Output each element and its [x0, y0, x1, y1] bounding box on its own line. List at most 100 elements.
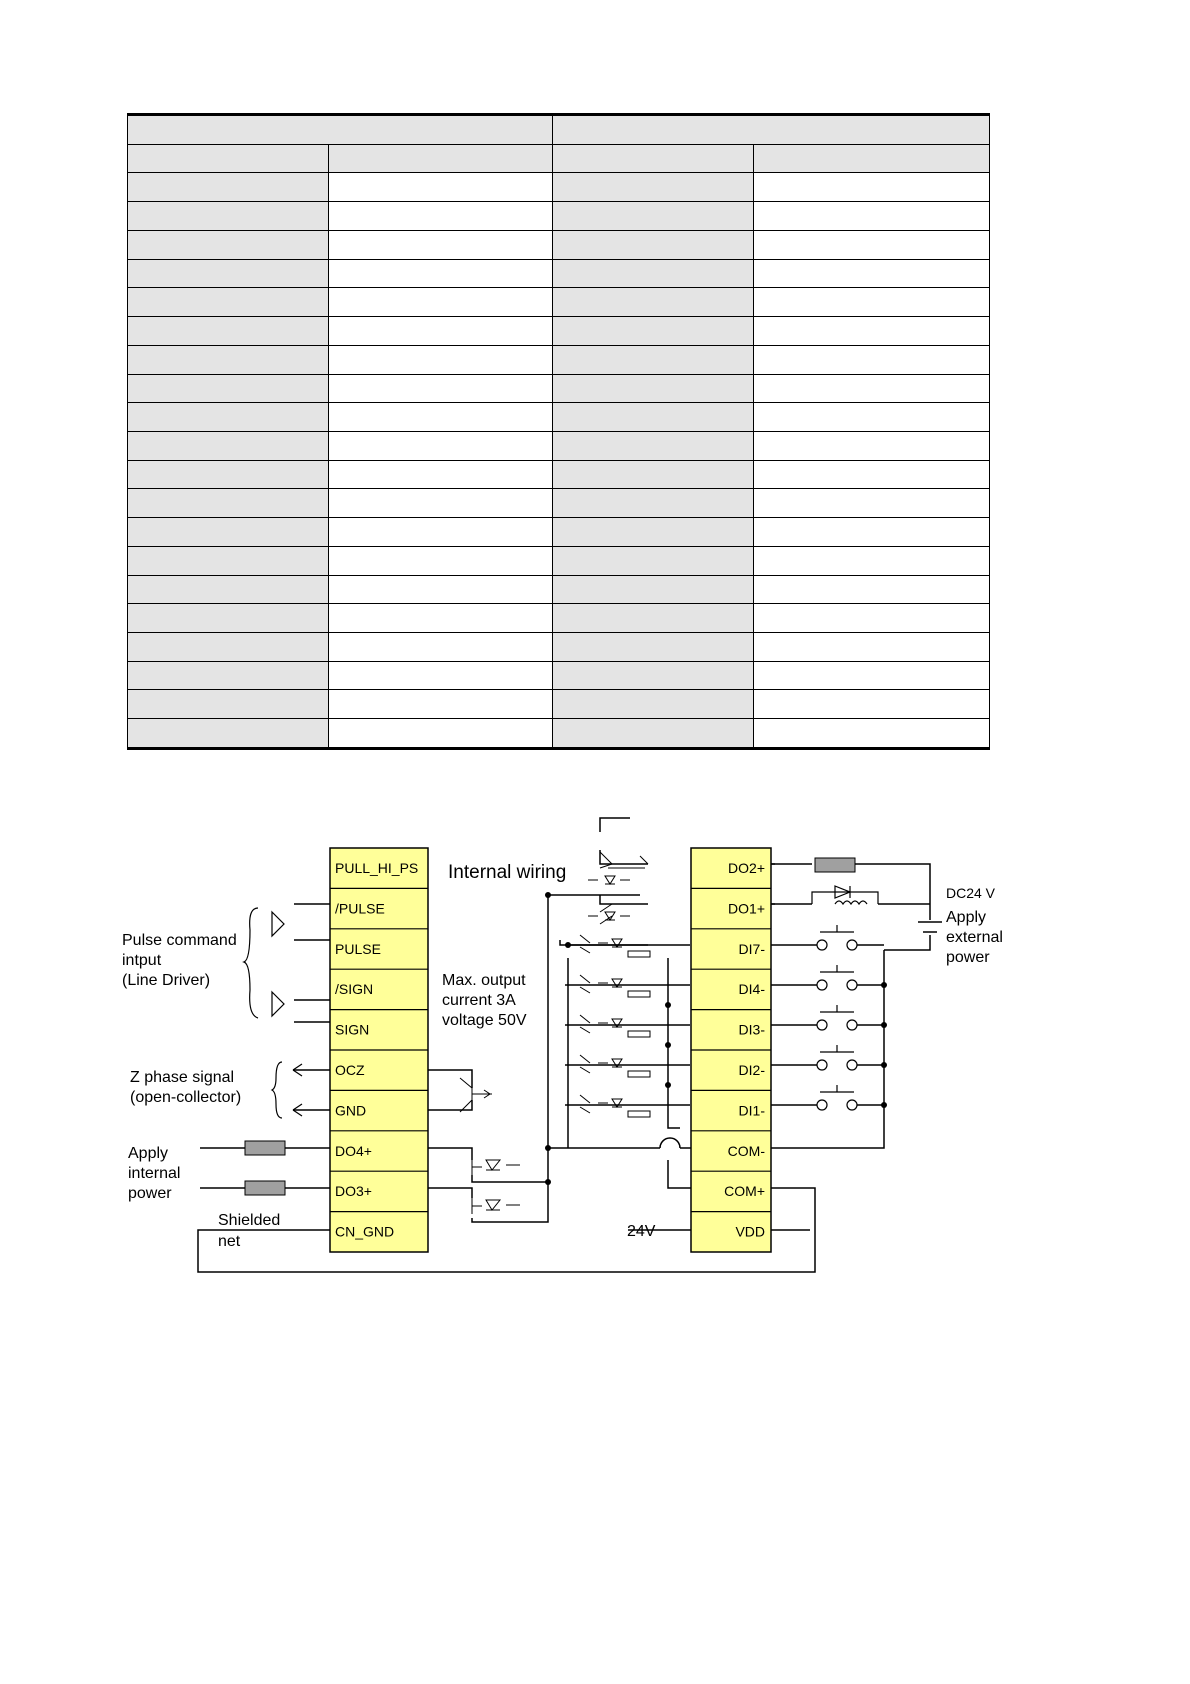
shielded-net-label: Shielded net [218, 1212, 280, 1250]
table-cell [328, 718, 553, 749]
table-row [127, 459, 990, 490]
battery-icon [918, 921, 942, 933]
table-cell [552, 718, 754, 749]
table-cell [127, 287, 329, 318]
wire [293, 1069, 330, 1111]
table-cell [328, 488, 553, 519]
table-cell [753, 603, 990, 633]
wire [428, 1069, 473, 1088]
table-header-row [127, 114, 990, 145]
table-row [127, 316, 990, 346]
wire [599, 817, 648, 865]
voltage-24v-label: 24V [627, 1223, 656, 1240]
svg-text:external: external [946, 929, 1003, 946]
table-cell [328, 258, 553, 289]
wire [428, 1100, 473, 1111]
apply-internal-label: Apply internal power [128, 1145, 180, 1202]
svg-text:internal: internal [128, 1165, 180, 1182]
push-button-switch-icon [816, 1045, 858, 1071]
output-transistor-icons [459, 1077, 520, 1214]
table-row [127, 689, 990, 720]
table-cell [552, 201, 754, 231]
svg-text:Max. output: Max. output [442, 972, 526, 989]
resistor-icon [244, 1180, 286, 1196]
resistor-icon [244, 1140, 286, 1156]
pin-label: DI1- [739, 1102, 766, 1118]
table-cell [328, 344, 553, 375]
table-cell [328, 373, 553, 404]
table-cell [552, 258, 754, 289]
pin-label: CN_GND [335, 1224, 394, 1240]
table-cell [328, 430, 553, 461]
table-cell [328, 229, 553, 260]
svg-text:Apply: Apply [128, 1145, 168, 1162]
table-cell [328, 689, 553, 720]
table-cell [127, 459, 329, 490]
junction-dots [545, 892, 887, 1185]
table-cell [127, 229, 329, 260]
wire [771, 935, 931, 1149]
table-row [127, 660, 990, 691]
table-cell [552, 287, 754, 318]
table-row [127, 631, 990, 662]
table-cell [753, 574, 990, 605]
pin-label: COM- [728, 1143, 766, 1159]
svg-text:(Line Driver): (Line Driver) [122, 972, 210, 989]
table-cell [127, 574, 329, 605]
table-cell [328, 660, 553, 691]
table-row [127, 287, 990, 318]
table-cell [328, 143, 553, 174]
apply-external-label: Apply external power [946, 909, 1003, 966]
table-cell [127, 718, 329, 749]
table-cell [552, 402, 754, 432]
pin-table [127, 113, 990, 750]
svg-text:Apply: Apply [946, 909, 986, 926]
svg-text:net: net [218, 1233, 241, 1250]
table-cell [328, 545, 553, 576]
table-cell [753, 430, 990, 461]
pin-label: OCZ [335, 1062, 365, 1078]
table-cell [753, 459, 990, 490]
wire [428, 1147, 473, 1198]
brace-icon [242, 907, 259, 1019]
optocoupler-icons [588, 851, 649, 925]
table-cell [753, 143, 990, 174]
table-cell [127, 631, 329, 662]
pin-label: DO1+ [728, 900, 765, 916]
line-driver-icon [271, 910, 285, 938]
line-driver-icons [242, 907, 303, 1119]
table-row [127, 373, 990, 404]
table-cell [127, 402, 329, 432]
table-row [127, 718, 990, 749]
right-connector [690, 847, 772, 1253]
table-cell [328, 402, 553, 432]
pin-label: DO3+ [335, 1183, 372, 1199]
table-cell [552, 430, 754, 461]
pin-label: SIGN [335, 1022, 369, 1038]
z-phase-label: Z phase signal (open-collector) [130, 1069, 241, 1106]
table-cell [552, 660, 754, 691]
table-cell [753, 316, 990, 346]
table-header-cell [127, 114, 553, 145]
push-button-switch-icon [816, 925, 858, 951]
pin-label: DI3- [739, 1022, 766, 1038]
transistor-icon [471, 1198, 520, 1214]
switches [816, 925, 858, 1111]
wire [294, 903, 330, 941]
right-pin-dividers [691, 887, 771, 1213]
wire [667, 1160, 691, 1189]
svg-text:current 3A: current 3A [442, 992, 516, 1009]
svg-text:Pulse command: Pulse command [122, 932, 237, 949]
pin-label: /PULSE [335, 900, 385, 916]
table-cell [552, 143, 754, 174]
table-cell [328, 459, 553, 490]
table-cell [127, 488, 329, 519]
table-cell [127, 172, 329, 203]
table-row [127, 229, 990, 260]
optocoupler-icon [579, 1054, 651, 1078]
table-cell [552, 488, 754, 519]
table-row [127, 201, 990, 231]
wire [771, 863, 931, 920]
wire [667, 958, 680, 1129]
